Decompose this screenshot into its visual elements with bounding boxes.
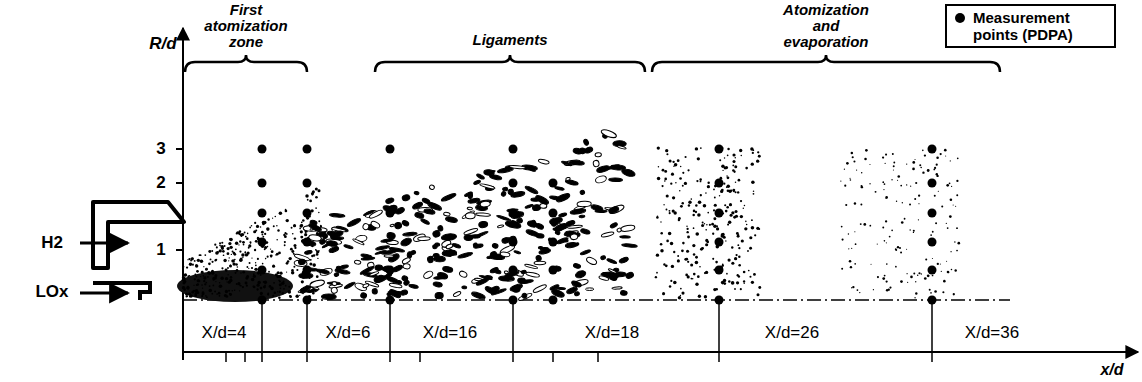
measurement-point xyxy=(928,238,937,247)
dense-core xyxy=(177,270,293,302)
measurement-point xyxy=(258,179,267,188)
measurement-point xyxy=(715,296,724,305)
measurement-point xyxy=(258,145,267,154)
measurement-point xyxy=(549,209,558,218)
measurement-point xyxy=(386,296,395,305)
measurement-point xyxy=(303,145,312,154)
injector-body xyxy=(93,202,184,268)
r-axis xyxy=(182,28,184,360)
axis-label: x/d xyxy=(1100,361,1123,379)
axis-label: R/d xyxy=(149,35,176,54)
axis-tick xyxy=(225,352,227,362)
measurement-point xyxy=(258,209,267,218)
station-label: X/d=26 xyxy=(765,324,819,343)
spray xyxy=(177,128,960,302)
measurement-point xyxy=(715,179,724,188)
measurement-point xyxy=(549,238,558,247)
station-line xyxy=(261,300,263,362)
zone-label: Atomization and evaporation xyxy=(776,2,876,50)
zone-bracket xyxy=(652,55,1000,72)
measurement-point xyxy=(303,209,312,218)
axis-tick xyxy=(244,352,246,362)
measurement-point xyxy=(928,266,937,275)
axis-tick xyxy=(176,148,183,150)
measurement-point xyxy=(386,209,395,218)
measurement-point xyxy=(509,296,518,305)
measurement-point xyxy=(303,179,312,188)
legend-swatch xyxy=(953,11,967,25)
measurement-point xyxy=(549,296,558,305)
station-label: X/d=6 xyxy=(326,324,371,343)
measurement-point xyxy=(258,296,267,305)
measurement-point xyxy=(509,179,518,188)
flow-label: H2 xyxy=(41,234,63,253)
legend-text: Measurement points (PDPA) xyxy=(973,9,1108,43)
measurement-point xyxy=(303,266,312,275)
measurement-point xyxy=(928,145,937,154)
measurement-point xyxy=(509,209,518,218)
measurement-point xyxy=(509,238,518,247)
station-label: X/d=16 xyxy=(423,324,477,343)
measurement-point xyxy=(928,209,937,218)
axis-tick xyxy=(419,352,421,362)
station-line xyxy=(306,300,308,362)
axis-tick xyxy=(597,352,599,362)
measurement-point xyxy=(928,296,937,305)
measurement-point xyxy=(386,145,395,154)
lox-arrow xyxy=(80,292,128,295)
h2-arrow xyxy=(80,242,128,245)
zone-bracket xyxy=(185,55,307,72)
flow-label: LOx xyxy=(35,283,68,302)
station-line xyxy=(389,300,391,362)
station-line xyxy=(718,300,720,362)
station-label: X/d=4 xyxy=(202,324,247,343)
zone-label: Ligaments xyxy=(472,32,547,49)
x-axis xyxy=(183,351,1138,353)
measurement-point xyxy=(928,179,937,188)
measurement-point xyxy=(715,238,724,247)
zone-label: First atomization zone xyxy=(196,2,296,50)
measurement-point xyxy=(258,266,267,275)
measurement-point xyxy=(303,296,312,305)
axis-tick xyxy=(176,182,183,184)
measurement-point xyxy=(258,238,267,247)
measurement-point xyxy=(715,145,724,154)
measurement-point xyxy=(715,266,724,275)
tick-label: 1 xyxy=(156,241,165,260)
measurement-point xyxy=(715,209,724,218)
measurement-point xyxy=(509,266,518,275)
tick-label: 3 xyxy=(156,140,165,159)
measurement-point xyxy=(549,179,558,188)
measurement-point xyxy=(509,145,518,154)
station-line xyxy=(931,300,933,362)
measurement-point xyxy=(303,238,312,247)
zone-bracket xyxy=(375,55,645,72)
station-line xyxy=(512,300,514,362)
axis-tick xyxy=(176,249,183,251)
measurement-point xyxy=(549,266,558,275)
station-label: X/d=18 xyxy=(585,324,639,343)
tick-label: 2 xyxy=(156,174,165,193)
station-label: X/d=36 xyxy=(965,324,1019,343)
legend-box: Measurement points (PDPA) xyxy=(945,4,1116,48)
measurement-point xyxy=(386,266,395,275)
axis-tick xyxy=(552,352,554,362)
